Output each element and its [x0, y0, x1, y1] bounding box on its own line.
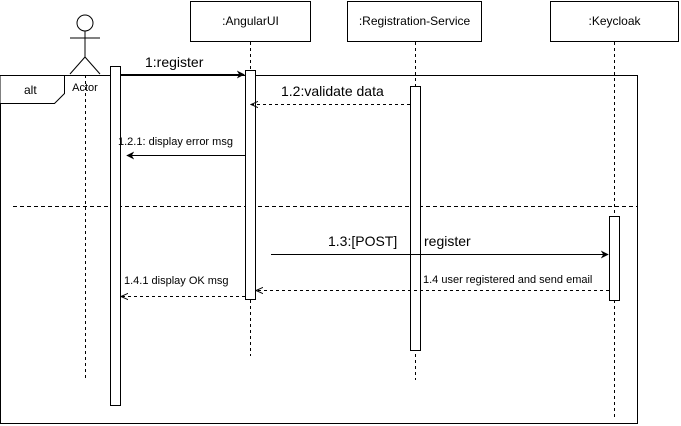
- alt-fragment-label-box: [0, 75, 65, 104]
- message-1-label: 1:register: [145, 54, 204, 70]
- message-1-2-label: 1.2:validate data: [281, 83, 384, 99]
- participant-angular-ui-label: :AngularUI: [222, 14, 279, 28]
- message-1-4-label: 1.4 user registered and send email: [423, 274, 592, 286]
- participant-keycloak[interactable]: :Keycloak: [550, 1, 679, 42]
- alt-fragment-operator: alt: [24, 83, 37, 97]
- participant-registration-service-label: :Registration-Service: [359, 14, 471, 28]
- participant-keycloak-label: :Keycloak: [588, 14, 641, 28]
- actor-left-leg: [69, 56, 86, 75]
- message-1-3-post-register[interactable]: 1.3:[POST] register: [271, 233, 609, 259]
- message-1-4-1-label: 1.4.1 display OK msg: [124, 275, 229, 287]
- participant-angular-ui-box[interactable]: [190, 1, 311, 42]
- message-1-3-label-action: register: [424, 233, 471, 249]
- activation-actor: [110, 66, 121, 406]
- message-1-4-user-registered[interactable]: 1.4 user registered and send email: [256, 274, 609, 291]
- activation-registration-service: [410, 86, 421, 351]
- message-1-2-1-label: 1.2.1: display error msg: [118, 136, 233, 148]
- actor-figure[interactable]: Actor: [69, 14, 101, 94]
- actor-label: Actor: [72, 82, 98, 94]
- alt-fragment: alt: [0, 75, 638, 424]
- activation-angular-ui: [245, 70, 256, 300]
- participant-keycloak-box[interactable]: [550, 1, 679, 42]
- participant-angular-ui[interactable]: :AngularUI: [190, 1, 311, 42]
- actor-head-icon: [76, 14, 94, 32]
- message-1-2-validate-data[interactable]: 1.2:validate data: [251, 83, 410, 105]
- message-1-3-label-method: 1.3:[POST]: [328, 233, 397, 249]
- actor-right-leg: [84, 56, 101, 75]
- participant-registration-service[interactable]: :Registration-Service: [347, 1, 482, 42]
- alt-fragment-frame: [0, 75, 638, 424]
- activation-keycloak: [609, 216, 620, 301]
- message-1-register[interactable]: 1:register: [121, 54, 245, 79]
- participant-registration-service-box[interactable]: [347, 1, 482, 42]
- message-1-4-1-display-ok[interactable]: 1.4.1 display OK msg: [121, 275, 245, 297]
- message-1-2-1-display-error[interactable]: 1.2.1: display error msg: [118, 136, 245, 160]
